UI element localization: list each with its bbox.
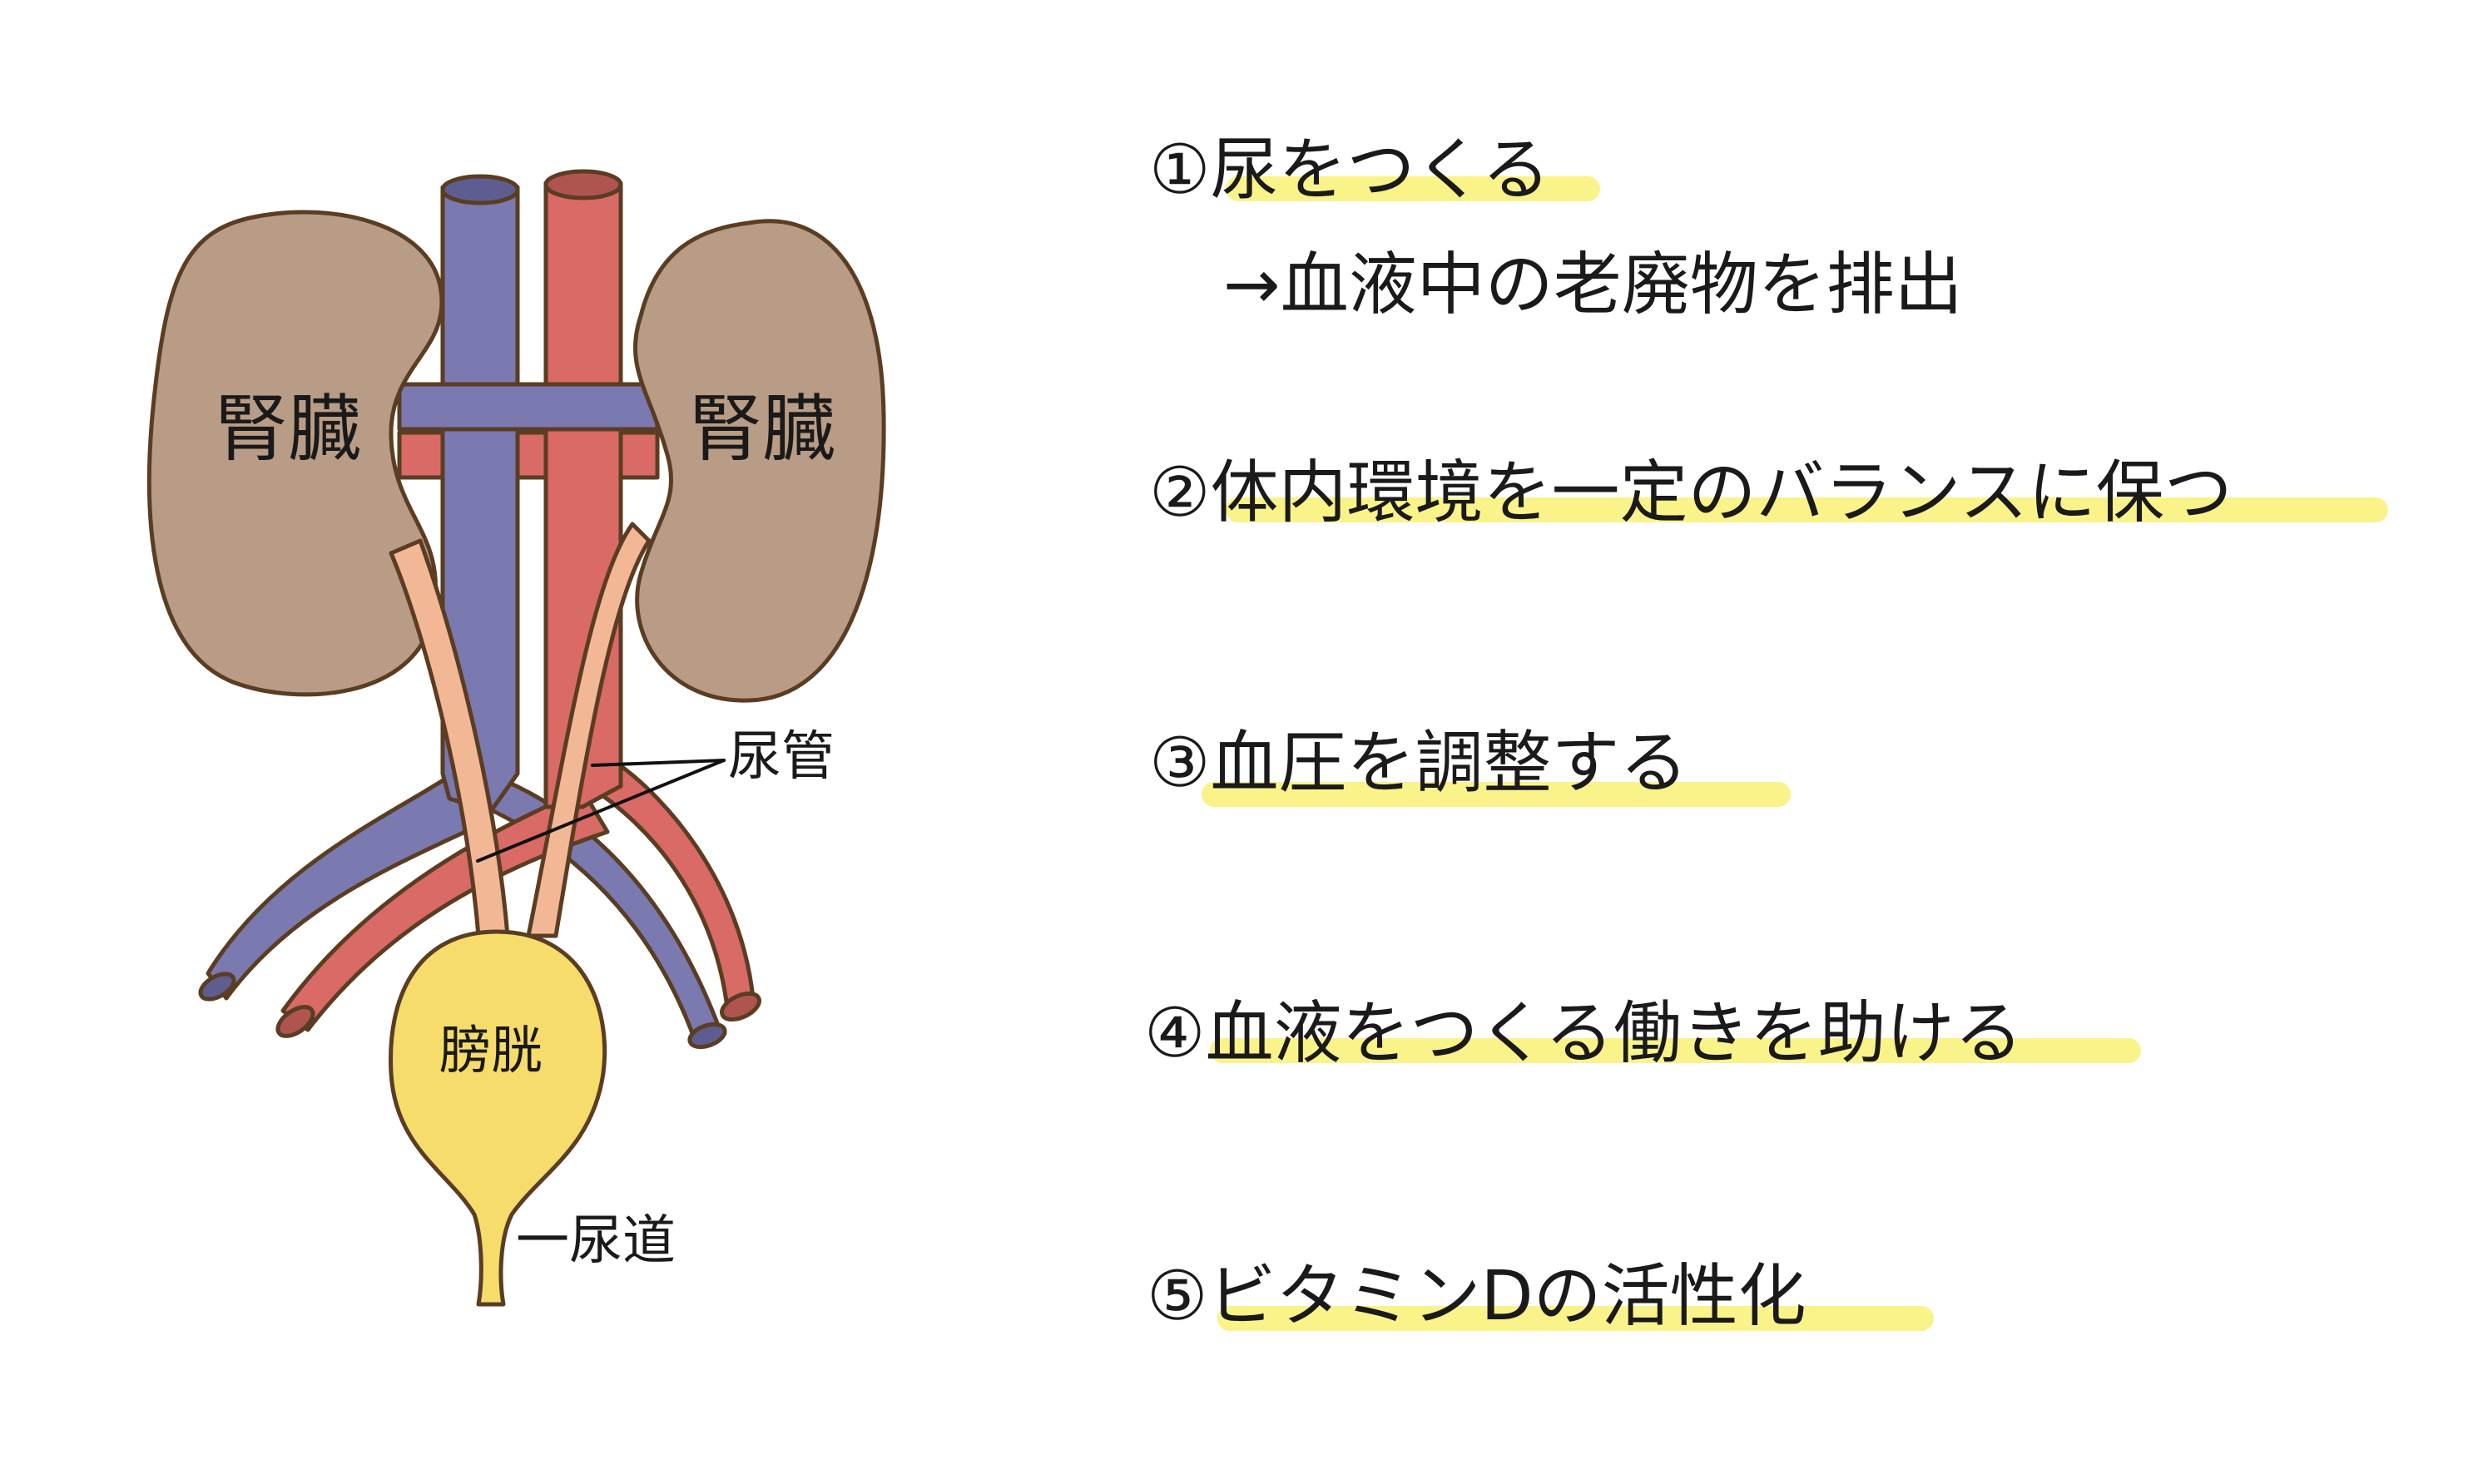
kidney-right-label: 腎臓 bbox=[689, 386, 836, 472]
urinary-system-diagram bbox=[146, 169, 886, 1307]
ureter-label: 尿管 bbox=[728, 726, 835, 788]
function-item-3: ③血圧を調整する bbox=[1149, 724, 1688, 803]
function-item-4: ④血液をつくる働きを助ける bbox=[1144, 994, 2023, 1073]
highlight-3 bbox=[1202, 782, 1791, 807]
ureter-leader-line bbox=[591, 759, 726, 767]
function-item-1-detail: →血液中の老廃物を排出 bbox=[1223, 245, 1963, 324]
vena-cava-top bbox=[440, 174, 520, 205]
renal-vein bbox=[397, 382, 660, 432]
highlight-4 bbox=[1210, 1038, 2141, 1063]
bladder bbox=[389, 929, 607, 1307]
highlight-1 bbox=[1226, 176, 1600, 201]
bladder-label: 膀胱 bbox=[439, 1020, 543, 1081]
function-item-5: ⑤ビタミンDの活性化 bbox=[1147, 1257, 1806, 1336]
highlight-2 bbox=[1226, 497, 2388, 522]
kidney-right bbox=[632, 219, 886, 703]
aorta-top bbox=[543, 169, 623, 200]
function-item-2: ②体内環境を一定のバランスに保つ bbox=[1149, 453, 2233, 532]
ureter-right bbox=[526, 522, 652, 938]
iliac-vein-left bbox=[206, 771, 493, 1001]
ureter-leader-line bbox=[476, 759, 726, 863]
highlight-5 bbox=[1217, 1306, 1934, 1331]
function-item-1: ①尿をつくる bbox=[1149, 131, 1550, 210]
kidney-left-label: 腎臓 bbox=[215, 386, 362, 472]
urethra-label: 一尿道 bbox=[516, 1210, 676, 1272]
